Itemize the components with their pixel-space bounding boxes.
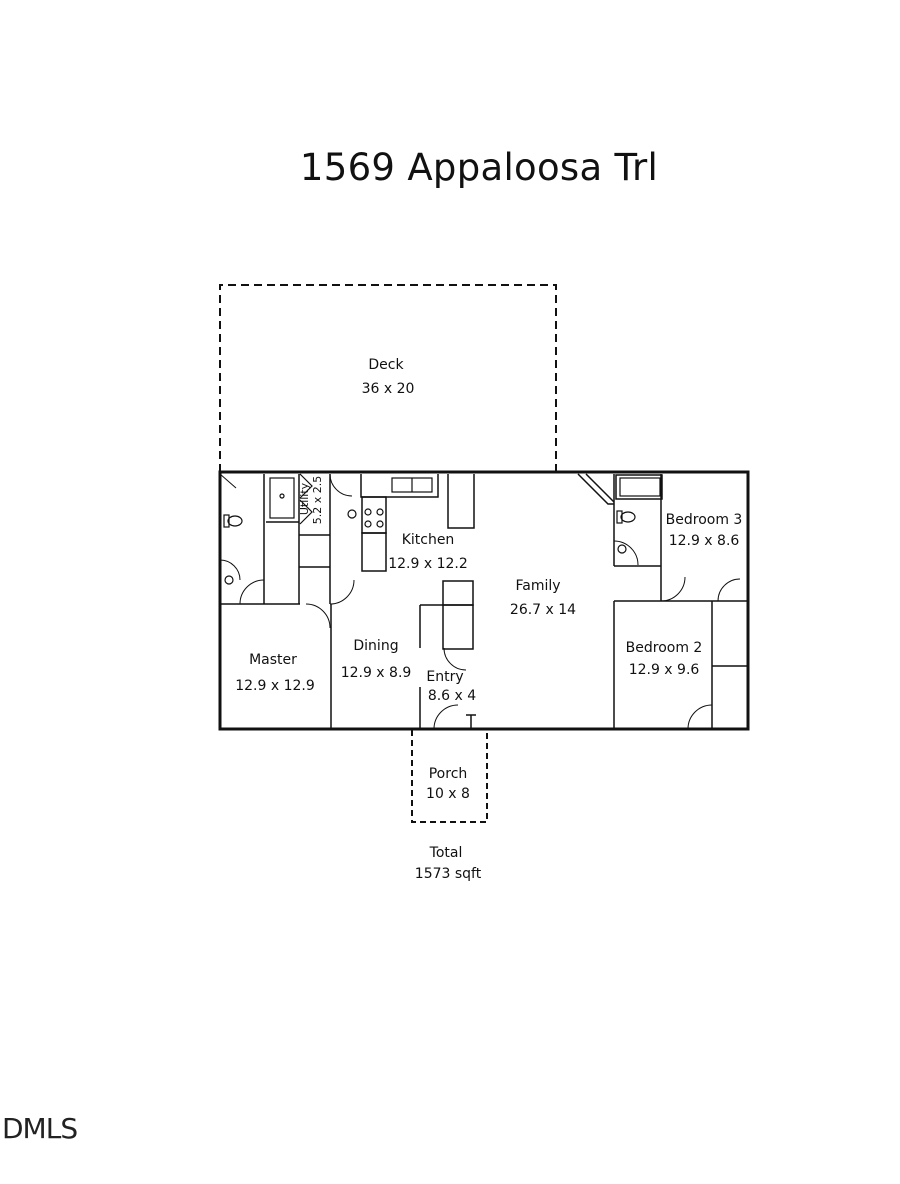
dining-label: Dining: [353, 638, 398, 654]
utility-size: 5.2 x 2.5: [311, 476, 324, 525]
total-label: Total: [429, 845, 463, 861]
porch-size: 10 x 8: [426, 786, 470, 802]
kitchen-size: 12.9 x 12.2: [388, 556, 468, 572]
entry-size: 8.6 x 4: [428, 688, 476, 704]
utility-label: Utility: [298, 482, 311, 515]
fixtures: [223, 473, 661, 585]
porch-area: [411, 730, 488, 823]
deck-area: [219, 284, 557, 472]
floorplan-title: 1569 Appaloosa Trl: [299, 146, 659, 189]
bedroom3-label: Bedroom 3: [666, 512, 743, 528]
master-label: Master: [249, 652, 297, 668]
door-swings: [219, 473, 741, 730]
deck-label: Deck: [368, 357, 404, 373]
entry-label: Entry: [426, 669, 463, 685]
family-size: 26.7 x 14: [510, 602, 576, 618]
porch-label: Porch: [429, 766, 468, 782]
bedroom2-label: Bedroom 2: [626, 640, 703, 656]
bedroom2-size: 12.9 x 9.6: [629, 662, 700, 678]
dmls-watermark: DMLS: [2, 1112, 78, 1145]
dining-size: 12.9 x 8.9: [341, 665, 412, 681]
total-sqft: 1573 sqft: [415, 866, 482, 882]
deck-size: 36 x 20: [362, 381, 415, 397]
kitchen-label: Kitchen: [402, 532, 455, 548]
bedroom3-size: 12.9 x 8.6: [669, 533, 740, 549]
family-label: Family: [515, 578, 560, 594]
master-size: 12.9 x 12.9: [235, 678, 315, 694]
interior-walls: [220, 473, 748, 729]
